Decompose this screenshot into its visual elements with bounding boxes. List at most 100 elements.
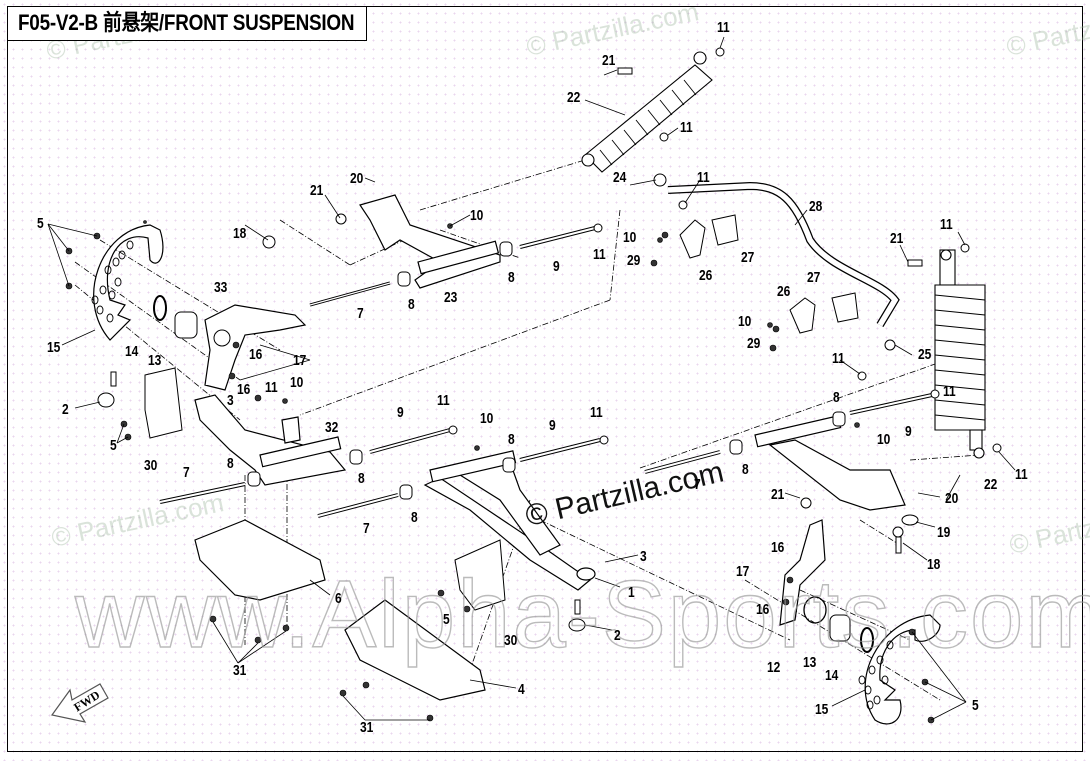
callout-23[interactable]: 23 [444, 289, 458, 306]
callout-7[interactable]: 7 [363, 520, 370, 537]
splash-guard-left [144, 367, 183, 439]
callout-11[interactable]: 11 [832, 350, 845, 367]
callout-8[interactable]: 8 [227, 455, 234, 472]
callout-27[interactable]: 27 [741, 249, 755, 266]
callout-30[interactable]: 30 [144, 457, 158, 474]
callout-24[interactable]: 24 [613, 169, 627, 186]
callout-22[interactable]: 22 [567, 89, 581, 106]
callout-8[interactable]: 8 [742, 461, 749, 478]
callout-11[interactable]: 11 [265, 379, 278, 396]
callout-8[interactable]: 8 [833, 389, 840, 406]
callout-7[interactable]: 7 [357, 305, 364, 322]
callout-11[interactable]: 11 [593, 246, 606, 263]
callout-29[interactable]: 29 [627, 252, 641, 269]
callout-12[interactable]: 12 [767, 659, 781, 676]
bushing-8-h [832, 411, 846, 427]
callout-3[interactable]: 3 [640, 548, 647, 565]
callout-33[interactable]: 33 [214, 279, 228, 296]
callout-26[interactable]: 26 [777, 283, 791, 300]
callout-11[interactable]: 11 [680, 119, 693, 136]
callout-17[interactable]: 17 [736, 563, 750, 580]
callout-2[interactable]: 2 [614, 627, 621, 644]
callout-1[interactable]: 1 [628, 584, 635, 601]
callout-29[interactable]: 29 [747, 335, 761, 352]
callout-27[interactable]: 27 [807, 269, 821, 286]
callout-11[interactable]: 11 [940, 216, 953, 233]
steering-knuckle-left [204, 304, 307, 391]
bracket-26-b [789, 297, 816, 334]
callout-28[interactable]: 28 [809, 198, 823, 215]
callout-32[interactable]: 32 [325, 419, 339, 436]
callout-8[interactable]: 8 [508, 431, 515, 448]
callout-6[interactable]: 6 [335, 590, 342, 607]
callout-5[interactable]: 5 [110, 437, 117, 454]
callout-5[interactable]: 5 [443, 611, 450, 628]
callout-18[interactable]: 18 [233, 225, 247, 242]
knuckle-bore-right [803, 596, 827, 624]
callout-25[interactable]: 25 [918, 346, 932, 363]
callout-16[interactable]: 16 [771, 539, 785, 556]
callout-30[interactable]: 30 [504, 632, 518, 649]
callout-8[interactable]: 8 [508, 269, 515, 286]
callout-15[interactable]: 15 [815, 701, 829, 718]
callout-8[interactable]: 8 [408, 296, 415, 313]
callout-31[interactable]: 31 [233, 662, 247, 679]
callout-11[interactable]: 11 [590, 404, 603, 421]
fwd-arrow [50, 683, 109, 723]
callout-17[interactable]: 17 [293, 352, 307, 369]
callout-9[interactable]: 9 [553, 258, 560, 275]
callout-31[interactable]: 31 [360, 719, 374, 736]
callout-8[interactable]: 8 [411, 509, 418, 526]
callout-10[interactable]: 10 [623, 229, 637, 246]
callout-21[interactable]: 21 [602, 52, 616, 69]
callout-20[interactable]: 20 [945, 490, 959, 507]
callout-2[interactable]: 2 [62, 401, 69, 418]
callout-10[interactable]: 10 [738, 313, 752, 330]
callout-8[interactable]: 8 [358, 470, 365, 487]
callout-10[interactable]: 10 [480, 410, 494, 427]
callout-7[interactable]: 7 [183, 464, 190, 481]
callout-9[interactable]: 9 [905, 423, 912, 440]
callout-9[interactable]: 9 [397, 404, 404, 421]
ball-joint-left [97, 371, 117, 408]
callout-21[interactable]: 21 [771, 486, 785, 503]
callout-11[interactable]: 11 [1015, 466, 1028, 483]
callout-4[interactable]: 4 [518, 681, 525, 698]
callout-19[interactable]: 19 [937, 524, 951, 541]
callout-7[interactable]: 7 [694, 476, 701, 493]
knuckle-bore-left [213, 329, 231, 347]
callout-11[interactable]: 11 [717, 19, 730, 36]
diagram-frame [7, 6, 1083, 752]
shock-absorber-top [581, 51, 713, 173]
callout-21[interactable]: 21 [310, 182, 324, 199]
callout-9[interactable]: 9 [549, 417, 556, 434]
ball-joint-18-right [892, 526, 904, 554]
callout-13[interactable]: 13 [148, 352, 162, 369]
callout-22[interactable]: 22 [984, 476, 998, 493]
callout-11[interactable]: 11 [697, 169, 710, 186]
link-25 [884, 339, 896, 351]
callout-10[interactable]: 10 [290, 374, 304, 391]
callout-5[interactable]: 5 [37, 215, 44, 232]
callout-14[interactable]: 14 [825, 667, 839, 684]
callout-11[interactable]: 11 [943, 383, 956, 400]
nut-11-i [599, 435, 609, 445]
callout-16[interactable]: 16 [756, 601, 770, 618]
callout-16[interactable]: 16 [237, 381, 251, 398]
callout-20[interactable]: 20 [350, 170, 364, 187]
callout-15[interactable]: 15 [47, 339, 61, 356]
callout-10[interactable]: 10 [470, 207, 484, 224]
callout-5[interactable]: 5 [972, 697, 979, 714]
callout-3[interactable]: 3 [227, 392, 234, 409]
callout-16[interactable]: 16 [249, 346, 263, 363]
callout-18[interactable]: 18 [927, 556, 941, 573]
bolt-21-c [800, 497, 812, 509]
callout-14[interactable]: 14 [125, 343, 139, 360]
callout-13[interactable]: 13 [803, 654, 817, 671]
callout-11[interactable]: 11 [437, 392, 450, 409]
callout-26[interactable]: 26 [699, 267, 713, 284]
callout-21[interactable]: 21 [890, 230, 904, 247]
bolt-21-b [617, 67, 633, 75]
callout-10[interactable]: 10 [877, 431, 891, 448]
